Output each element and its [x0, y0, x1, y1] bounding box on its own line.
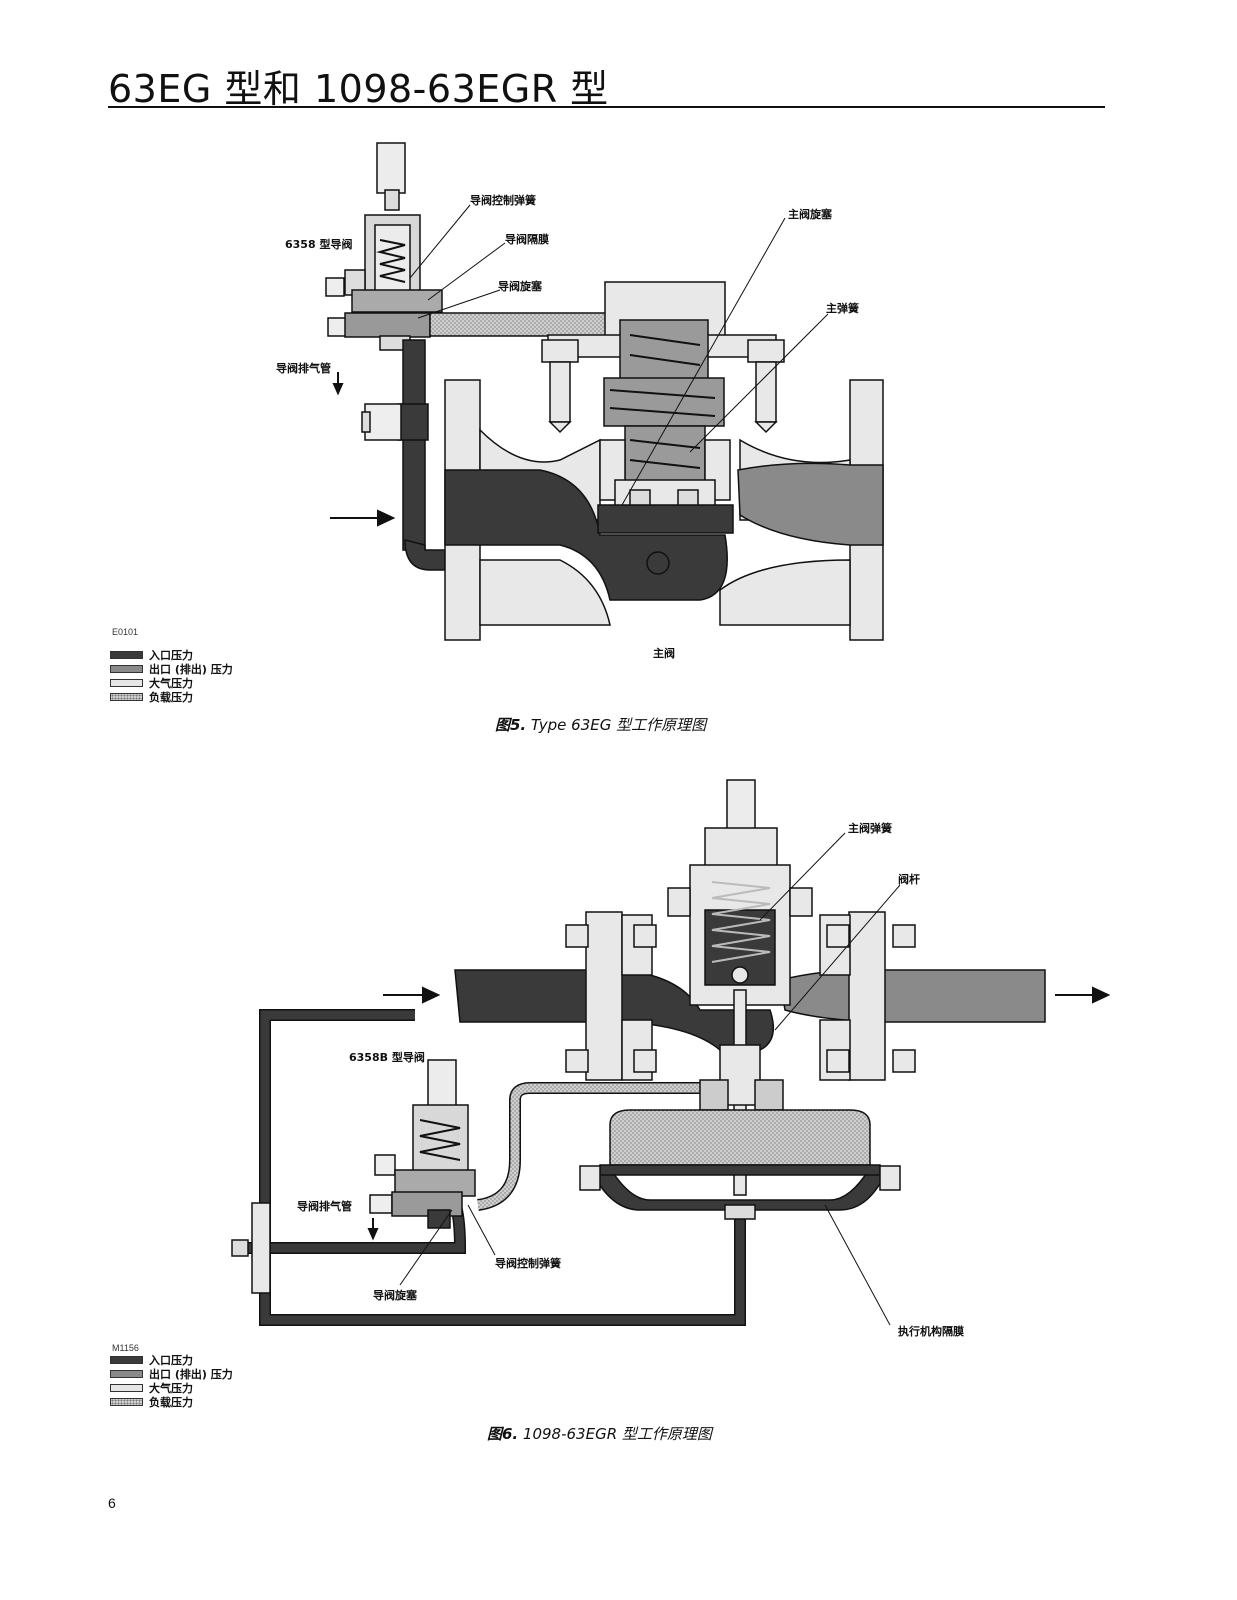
fig5-label-pilot-exhaust: 导阀排气管 — [276, 362, 331, 375]
fig6-label-main-valve-spring: 主阀弹簧 — [848, 822, 892, 835]
fig6-label-actuator-diaphragm: 执行机构隔膜 — [898, 1325, 964, 1338]
fig6-caption-prefix: 图6. — [487, 1425, 519, 1443]
fig5-label-pilot-plug: 导阀旋塞 — [498, 280, 542, 293]
legend-row-loading: 负载压力 — [110, 1395, 233, 1409]
legend-row-loading: 负载压力 — [110, 690, 233, 704]
legend-label: 负载压力 — [149, 691, 193, 704]
fig5-caption: 图5. Type 63EG 型工作原理图 — [495, 714, 706, 735]
fig5-caption-prefix: 图5. — [495, 716, 527, 734]
legend-row-atmosphere: 大气压力 — [110, 1381, 233, 1395]
loading-swatch — [110, 693, 143, 701]
fig6-caption-text: 1098-63EGR 型工作原理图 — [522, 1425, 712, 1443]
legend-label: 出口 (排出) 压力 — [149, 663, 233, 676]
legend-row-inlet: 入口压力 — [110, 1353, 233, 1367]
fig5-caption-text: Type 63EG 型工作原理图 — [530, 716, 707, 734]
fig6-legend: 入口压力 出口 (排出) 压力 大气压力 负载压力 — [110, 1353, 233, 1409]
legend-label: 出口 (排出) 压力 — [149, 1368, 233, 1381]
legend-label: 入口压力 — [149, 649, 193, 662]
legend-row-inlet: 入口压力 — [110, 648, 233, 662]
fig6-label-pilot-exhaust: 导阀排气管 — [297, 1200, 352, 1213]
fig6-label-pilot-6358b: 6358B 型导阀 — [349, 1051, 425, 1064]
outlet-swatch — [110, 665, 143, 673]
fig6-caption: 图6. 1098-63EGR 型工作原理图 — [487, 1423, 712, 1444]
atmosphere-swatch — [110, 1384, 143, 1392]
legend-row-atmosphere: 大气压力 — [110, 676, 233, 690]
outlet-swatch — [110, 1370, 143, 1378]
fig6-label-valve-stem: 阀杆 — [898, 873, 920, 886]
fig6-label-pilot-control-spring: 导阀控制弹簧 — [495, 1257, 561, 1270]
legend-label: 大气压力 — [149, 1382, 193, 1395]
fig5-label-pilot-diaphragm: 导阀隔膜 — [505, 233, 549, 246]
fig5-label-main-valve: 主阀 — [653, 647, 675, 660]
fig5-legend: 入口压力 出口 (排出) 压力 大气压力 负载压力 — [110, 648, 233, 704]
fig5-label-pilot-6358: 6358 型导阀 — [285, 238, 353, 251]
legend-label: 入口压力 — [149, 1354, 193, 1367]
fig5-label-pilot-control-spring: 导阀控制弹簧 — [470, 194, 536, 207]
legend-label: 负载压力 — [149, 1396, 193, 1409]
loading-swatch — [110, 1398, 143, 1406]
fig6-code: M1156 — [112, 1343, 139, 1353]
atmosphere-swatch — [110, 679, 143, 687]
fig6-label-pilot-plug: 导阀旋塞 — [373, 1289, 417, 1302]
fig5-label-main-spring: 主弹簧 — [826, 302, 859, 315]
inlet-swatch — [110, 1356, 143, 1364]
legend-row-outlet: 出口 (排出) 压力 — [110, 662, 233, 676]
fig5-code: E0101 — [112, 627, 139, 637]
page-title: 63EG 型和 1098-63EGR 型 — [108, 67, 609, 111]
figure6-drawing — [231, 779, 1111, 1326]
title-rule — [108, 106, 1105, 108]
fig5-label-main-valve-plug: 主阀旋塞 — [788, 208, 832, 221]
legend-row-outlet: 出口 (排出) 压力 — [110, 1367, 233, 1381]
legend-label: 大气压力 — [149, 677, 193, 690]
figure5-drawing — [325, 142, 884, 641]
page-number: 6 — [108, 1495, 116, 1511]
inlet-swatch — [110, 651, 143, 659]
